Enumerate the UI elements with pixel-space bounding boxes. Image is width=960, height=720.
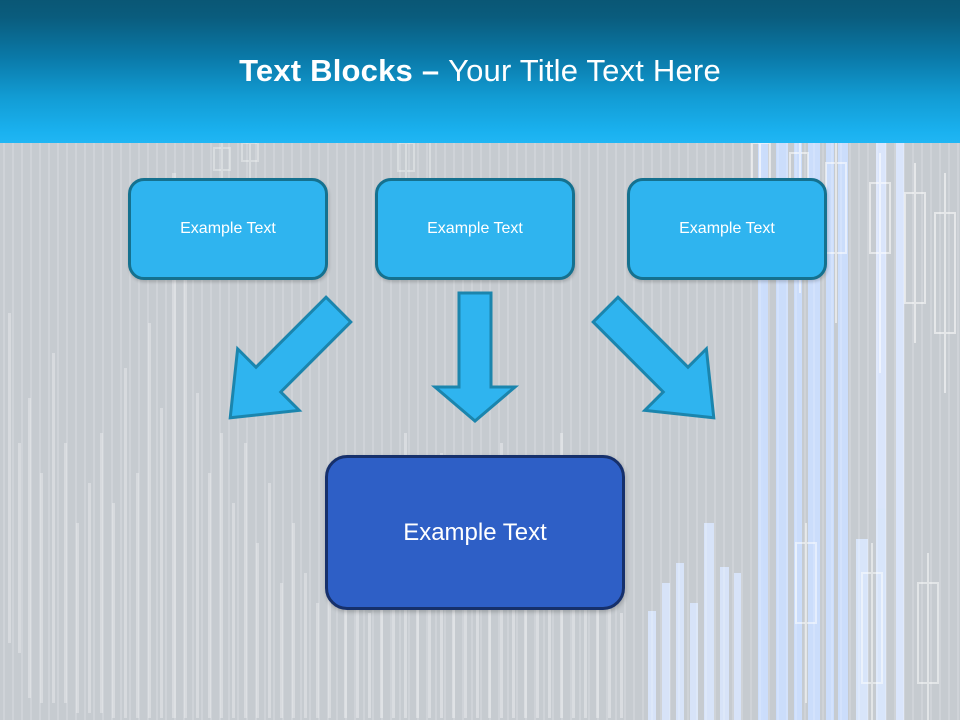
text-block-2[interactable]: Example Text	[375, 178, 575, 280]
text-block-3[interactable]: Example Text	[627, 178, 827, 280]
text-block-3-label: Example Text	[679, 220, 775, 237]
page-title-separator: –	[421, 53, 449, 88]
page-title-light: Your Title Text Here	[448, 53, 721, 88]
page-title-bold: Text Blocks	[239, 53, 422, 88]
result-text-block[interactable]: Example Text	[325, 455, 625, 610]
result-text-block-label: Example Text	[403, 518, 547, 546]
text-block-1-label: Example Text	[180, 220, 276, 237]
header-band: Text Blocks – Your Title Text Here	[0, 0, 960, 143]
text-block-1[interactable]: Example Text	[128, 178, 328, 280]
text-block-2-label: Example Text	[427, 220, 523, 237]
page-title: Text Blocks – Your Title Text Here	[0, 52, 960, 90]
